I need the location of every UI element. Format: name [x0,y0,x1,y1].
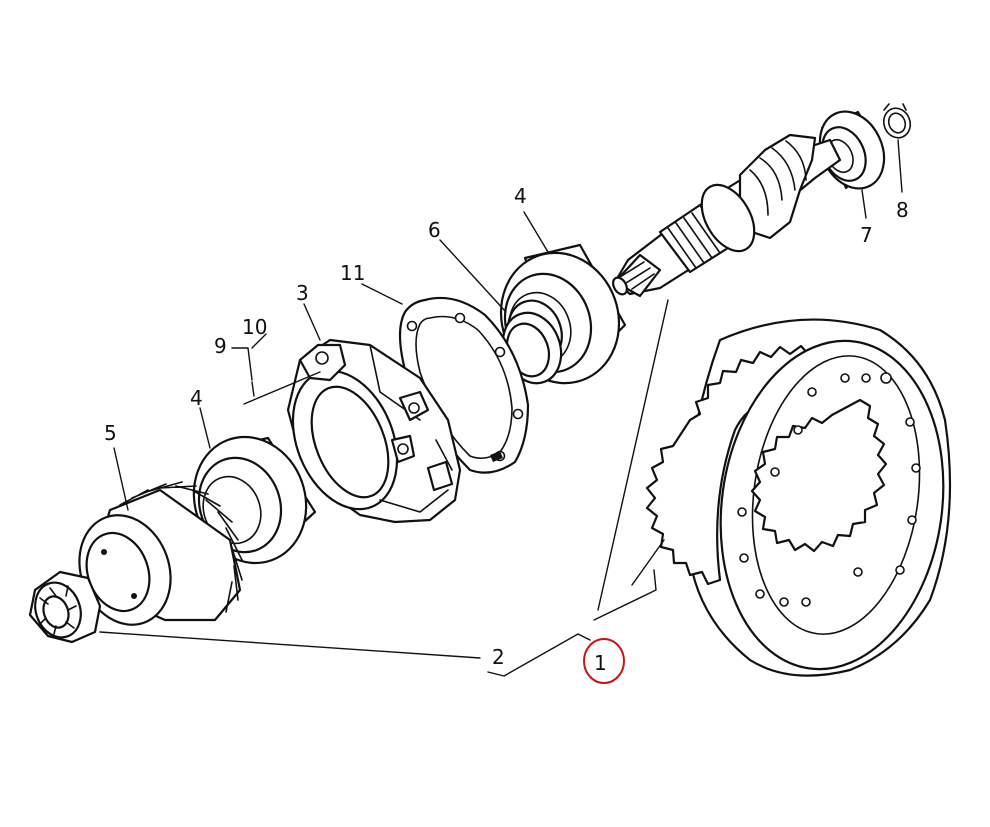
callout-1-highlight-circle [583,638,625,684]
callout-3[interactable]: 3 [296,281,309,305]
leader-lines [99,139,903,677]
callout-11[interactable]: 11 [340,261,365,285]
part-3-housing[interactable] [274,338,462,525]
callout-2[interactable]: 2 [492,645,505,669]
part-5-helical-gear[interactable] [65,481,243,638]
callout-7[interactable]: 7 [860,223,873,247]
callout-labels: 1 2 3 4 4 5 6 7 8 9 10 11 [104,184,909,684]
castle-nut[interactable] [28,570,102,644]
callout-5[interactable]: 5 [104,421,117,445]
part-8-snap-ring[interactable] [880,103,915,142]
callout-9[interactable]: 9 [214,334,227,358]
callout-6[interactable]: 6 [428,218,441,242]
callout-1[interactable]: 1 [594,651,607,675]
part-11-gasket[interactable] [398,296,530,474]
callout-4-upper[interactable]: 4 [514,184,527,208]
callout-4-lower[interactable]: 4 [190,386,203,410]
part-4-lower-bearing[interactable] [176,421,323,579]
callout-8[interactable]: 8 [896,198,909,222]
crown-ring-gear[interactable] [645,318,964,684]
pinion-shaft[interactable] [610,133,842,298]
callout-10[interactable]: 10 [242,315,267,339]
